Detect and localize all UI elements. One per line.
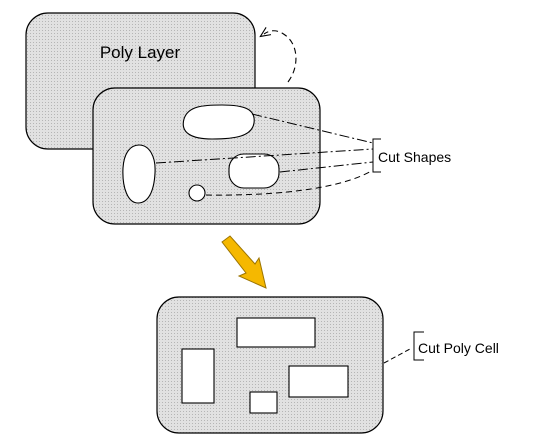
process-arrow [221, 235, 267, 289]
cut-shapes-leaders [155, 113, 374, 196]
cut-poly-cell-leader [383, 331, 424, 364]
rotate-arrow [264, 31, 297, 83]
cut-poly-cell-label: Cut Poly Cell [418, 340, 499, 356]
cell-rect-top [236, 317, 316, 348]
cut-shape-left [122, 144, 156, 204]
cut-shape-right [228, 153, 280, 189]
cut-shapes-label: Cut Shapes [378, 149, 451, 165]
cut-shape-small-circle [188, 184, 206, 202]
cut-shape-top [182, 104, 255, 140]
cell-rect-small [249, 391, 278, 414]
cell-rect-right [288, 365, 349, 398]
poly-layer-label: Poly Layer [100, 43, 181, 62]
cell-rect-left [181, 348, 215, 404]
cut-shapes-bracket [372, 138, 381, 173]
